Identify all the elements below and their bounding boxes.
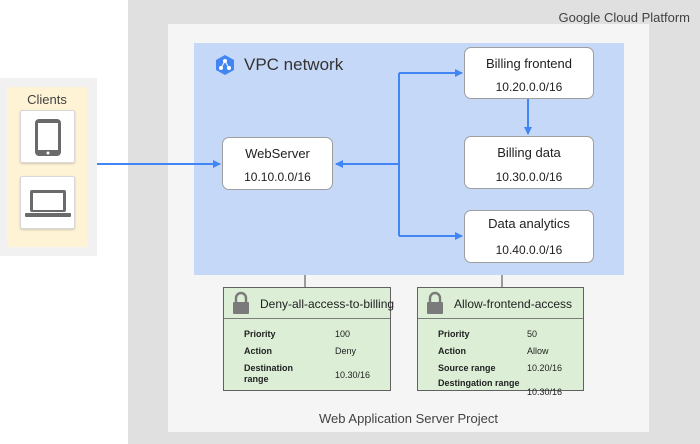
tablet-card — [20, 110, 75, 163]
lock-icon — [233, 291, 249, 314]
billing-data-ip: 10.30.0.0/16 — [495, 170, 563, 184]
tablet-icon — [35, 119, 61, 156]
allow-action-label: Action — [438, 346, 466, 356]
allow-source-label: Source range — [438, 363, 496, 373]
data-analytics-ip: 10.40.0.0/16 — [495, 243, 563, 257]
deny-priority-label: Priority — [244, 329, 276, 339]
billing-frontend-ip: 10.20.0.0/16 — [495, 80, 563, 94]
firewall-rule-allow: Allow-frontend-access Priority 50 Action… — [417, 287, 584, 397]
deny-rule-title: Deny-all-access-to-billing — [260, 297, 395, 311]
deny-rule-divider — [224, 318, 390, 319]
billing-data-label: Billing data — [497, 145, 561, 160]
deny-destination-label: Destination range — [244, 363, 294, 384]
billing-data-node: Billing data 10.30.0.0/16 — [464, 136, 594, 189]
deny-action-label: Action — [244, 346, 272, 356]
webserver-node: WebServer 10.10.0.0/16 — [222, 137, 333, 190]
webserver-label: WebServer — [245, 146, 310, 161]
data-analytics-node: Data analytics 10.40.0.0/16 — [464, 210, 594, 263]
allow-destination-label: Destingation range — [438, 378, 520, 388]
deny-priority-value: 100 — [335, 329, 351, 339]
gcp-title: Google Cloud Platform — [558, 10, 690, 25]
allow-priority-value: 50 — [527, 329, 538, 339]
allow-destination-value: 10.30/16 — [527, 387, 563, 397]
webserver-ip: 10.10.0.0/16 — [244, 170, 311, 184]
allow-rule-title: Allow-frontend-access — [454, 297, 573, 311]
billing-frontend-label: Billing frontend — [486, 56, 572, 71]
project-title: Web Application Server Project — [319, 411, 498, 426]
allow-priority-label: Priority — [438, 329, 470, 339]
laptop-card — [20, 176, 75, 229]
vpc-network-icon — [216, 55, 234, 75]
laptop-icon — [25, 190, 71, 217]
data-analytics-label: Data analytics — [488, 216, 570, 231]
allow-rule-divider — [418, 318, 583, 319]
allow-action-value: Allow — [527, 346, 549, 356]
allow-source-value: 10.20/16 — [527, 363, 563, 373]
firewall-rule-deny: Deny-all-access-to-billing Priority 100 … — [223, 287, 395, 391]
deny-action-value: Deny — [335, 346, 357, 356]
clients-title: Clients — [27, 92, 67, 107]
lock-icon — [427, 291, 443, 314]
billing-frontend-node: Billing frontend 10.20.0.0/16 — [464, 47, 594, 99]
deny-destination-value: 10.30/16 — [335, 370, 371, 380]
vpc-title: VPC network — [244, 55, 344, 74]
